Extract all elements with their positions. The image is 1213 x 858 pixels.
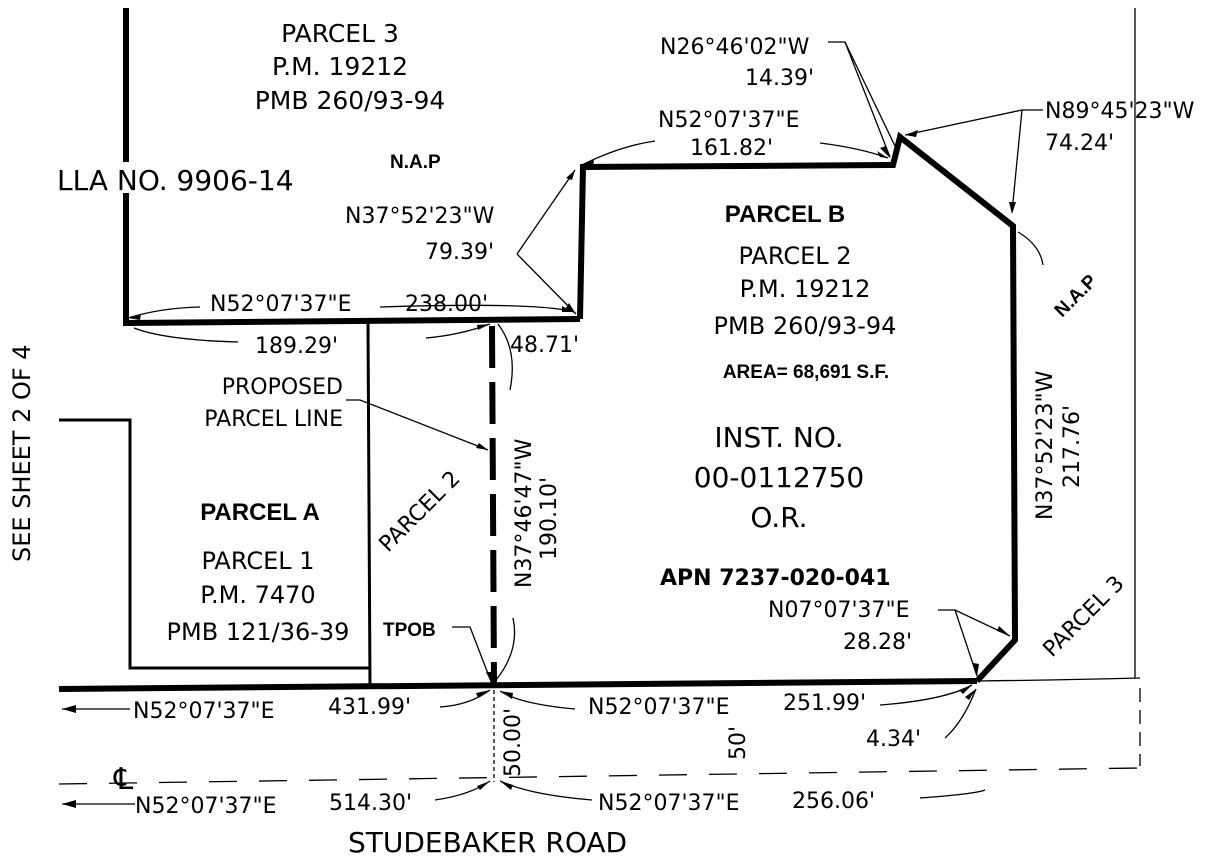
- parcel-a-line3: PMB 121/36-39: [167, 618, 350, 646]
- row-width: 50.00': [501, 708, 526, 777]
- top-bearing: N52°07'37"E: [658, 108, 800, 133]
- mid-bearing: N37°46'47"W: [512, 438, 537, 588]
- apn-number: APN 7237-020-041: [660, 566, 891, 591]
- parcel-b-line3: PMB 260/93-94: [714, 312, 897, 340]
- mid-distance: 190.10': [537, 477, 562, 560]
- south-right-of-way-line: [58, 678, 978, 692]
- lla-west-boundary-lower: [123, 190, 581, 327]
- parcel-a-boundary: [59, 418, 370, 670]
- see-sheet-reference: SEE SHEET 2 OF 4: [8, 344, 36, 562]
- n89-distance: 74.24': [1045, 131, 1114, 156]
- parcel3-diagonal: PARCEL 3: [1039, 571, 1130, 662]
- lla-number: LLA NO. 9906-14: [57, 164, 294, 197]
- south-bearing-right: N52°07'37"E: [588, 695, 730, 720]
- road-name: STUDEBAKER ROAD: [348, 826, 627, 858]
- n37-bearing: N37°52'23"W: [345, 204, 495, 229]
- cl-bearing-right: N52°07'37"E: [598, 791, 740, 816]
- centerline: [58, 767, 1141, 785]
- cl-distance-left: 514.30': [329, 791, 412, 816]
- upper-seg1-distance: 189.29': [255, 334, 338, 359]
- n07-bearing: N07°07'37"E: [768, 598, 910, 623]
- south-bearing-left: N52°07'37"E: [133, 699, 275, 724]
- parcel-a-line2: P.M. 7470: [200, 581, 315, 609]
- nap-right-label: N.A.P: [1051, 271, 1102, 322]
- south-small-distance: 4.34': [866, 727, 921, 752]
- south-distance-left: 431.99': [328, 695, 411, 720]
- row-half-width: 50': [726, 726, 751, 760]
- parcel-1-2-boundary: [366, 322, 372, 689]
- n26-distance: 14.39': [745, 66, 814, 91]
- nap-top-label: N.A.P: [390, 152, 441, 173]
- parcel-b-boundary: [577, 131, 1019, 684]
- cl-bearing-left: N52°07'37"E: [135, 794, 277, 819]
- proposed-line1: PROPOSED: [222, 375, 343, 400]
- parcel-b-line2: P.M. 19212: [740, 275, 871, 303]
- proposed-parcel-line: [489, 325, 497, 685]
- right-distance: 217.76': [1060, 405, 1085, 488]
- n37-distance: 79.39': [425, 240, 494, 265]
- upper-bearing: N52°07'37"E: [210, 292, 352, 317]
- parcel-b-area: AREA= 68,691 S.F.: [723, 362, 889, 383]
- top-distance: 161.82': [690, 136, 773, 161]
- tpob-label: TPOB: [383, 620, 436, 641]
- parcel-b-line1: PARCEL 2: [738, 242, 851, 270]
- n89-bearing: N89°45'23"W: [1045, 99, 1195, 124]
- proposed-line2: PARCEL LINE: [204, 407, 343, 432]
- lla-label-mask: [118, 163, 134, 193]
- parcel3-top-line3: PMB 260/93-94: [255, 86, 446, 115]
- south-distance-right: 251.99': [783, 691, 866, 716]
- inst-line2: 00-0112750: [694, 461, 864, 494]
- inst-line3: O.R.: [750, 501, 807, 534]
- right-bearing: N37°52'23"W: [1033, 370, 1058, 520]
- parcel-b-title: PARCEL B: [725, 201, 845, 228]
- parcel-a-line1: PARCEL 1: [201, 547, 314, 575]
- parcel3-top-line2: P.M. 19212: [272, 52, 408, 81]
- right-row-curve: [976, 677, 1141, 682]
- n26-bearing: N26°46'02"W: [660, 35, 810, 60]
- n07-distance: 28.28': [843, 630, 912, 655]
- centerline-symbol: ℄: [113, 762, 133, 797]
- upper-total-distance: 238.00': [405, 292, 488, 317]
- parcel3-top-line1: PARCEL 3: [281, 19, 399, 48]
- inst-line1: INST. NO.: [714, 421, 843, 454]
- arrowheads: [62, 130, 1016, 808]
- upper-seg2-distance: 48.71': [510, 333, 579, 358]
- parcel2-diagonal: PARCEL 2: [375, 466, 466, 557]
- cl-distance-right: 256.06': [792, 789, 875, 814]
- parcel-a-title: PARCEL A: [200, 499, 320, 526]
